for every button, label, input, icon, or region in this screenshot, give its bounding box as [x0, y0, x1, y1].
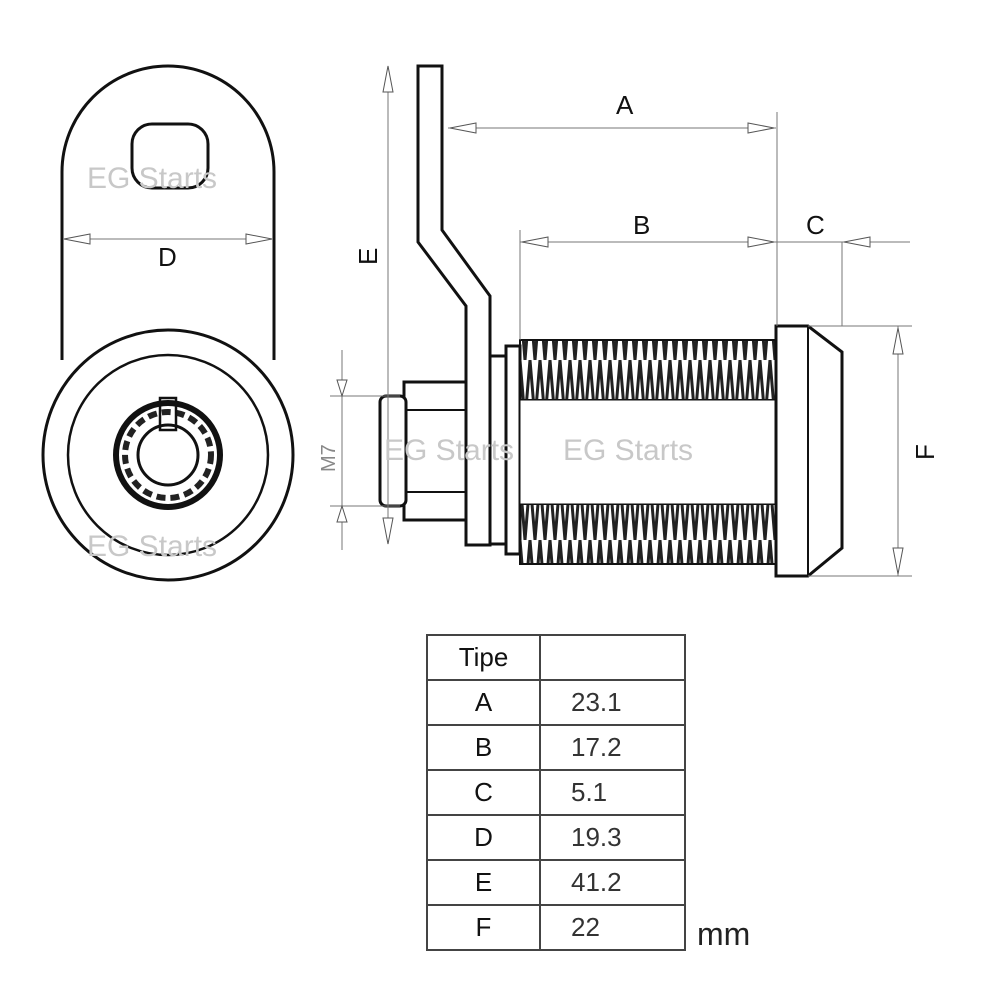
watermark: EG Starts [384, 434, 514, 467]
cam-lock-drawing: A B C D E F M7 EG Starts EG Starts EG St… [41, 64, 940, 582]
cam-plate-outline [60, 64, 276, 360]
table-key: A [426, 679, 541, 726]
table-row: E 41.2 [426, 859, 686, 906]
keyway-circle [136, 423, 200, 487]
table-key: F [426, 904, 541, 951]
lock-face-outer [41, 328, 295, 582]
front-view [41, 64, 295, 582]
label-d: D [158, 242, 177, 272]
lock-face-inner [66, 353, 270, 557]
table-row: F 22 [426, 904, 686, 951]
watermark: EG Starts [87, 162, 217, 195]
table-header-value [539, 634, 686, 681]
watermark: EG Starts [87, 530, 217, 563]
label-e: E [353, 248, 383, 265]
table-value: 19.3 [539, 814, 686, 861]
side-view [330, 64, 912, 578]
thread-top [519, 339, 779, 401]
keyway-slot [158, 396, 178, 432]
label-b: B [633, 210, 650, 240]
spec-table: Tipe A 23.1 B 17.2 C 5.1 D 19.3 E 41.2 F… [426, 634, 686, 951]
table-value: 41.2 [539, 859, 686, 906]
table-value: 5.1 [539, 769, 686, 816]
label-a: A [616, 90, 634, 120]
watermark: EG Starts [563, 434, 693, 467]
table-row: D 19.3 [426, 814, 686, 861]
table-header-row: Tipe [426, 634, 686, 681]
table-key: D [426, 814, 541, 861]
cylinder-ring [113, 400, 223, 510]
table-value: 23.1 [539, 679, 686, 726]
table-value: 22 [539, 904, 686, 951]
table-header-tipe: Tipe [426, 634, 541, 681]
table-key: E [426, 859, 541, 906]
table-row: A 23.1 [426, 679, 686, 726]
table-row: B 17.2 [426, 724, 686, 771]
thread-bottom [519, 503, 779, 565]
cylinder-gear [122, 409, 214, 501]
hex-nut [402, 380, 468, 522]
table-row: C 5.1 [426, 769, 686, 816]
label-c: C [806, 210, 825, 240]
table-value: 17.2 [539, 724, 686, 771]
cam-slot [130, 122, 210, 190]
label-f: F [910, 444, 940, 460]
label-m7: M7 [318, 444, 340, 472]
units-label: mm [697, 916, 751, 952]
table-key: B [426, 724, 541, 771]
table-key: C [426, 769, 541, 816]
